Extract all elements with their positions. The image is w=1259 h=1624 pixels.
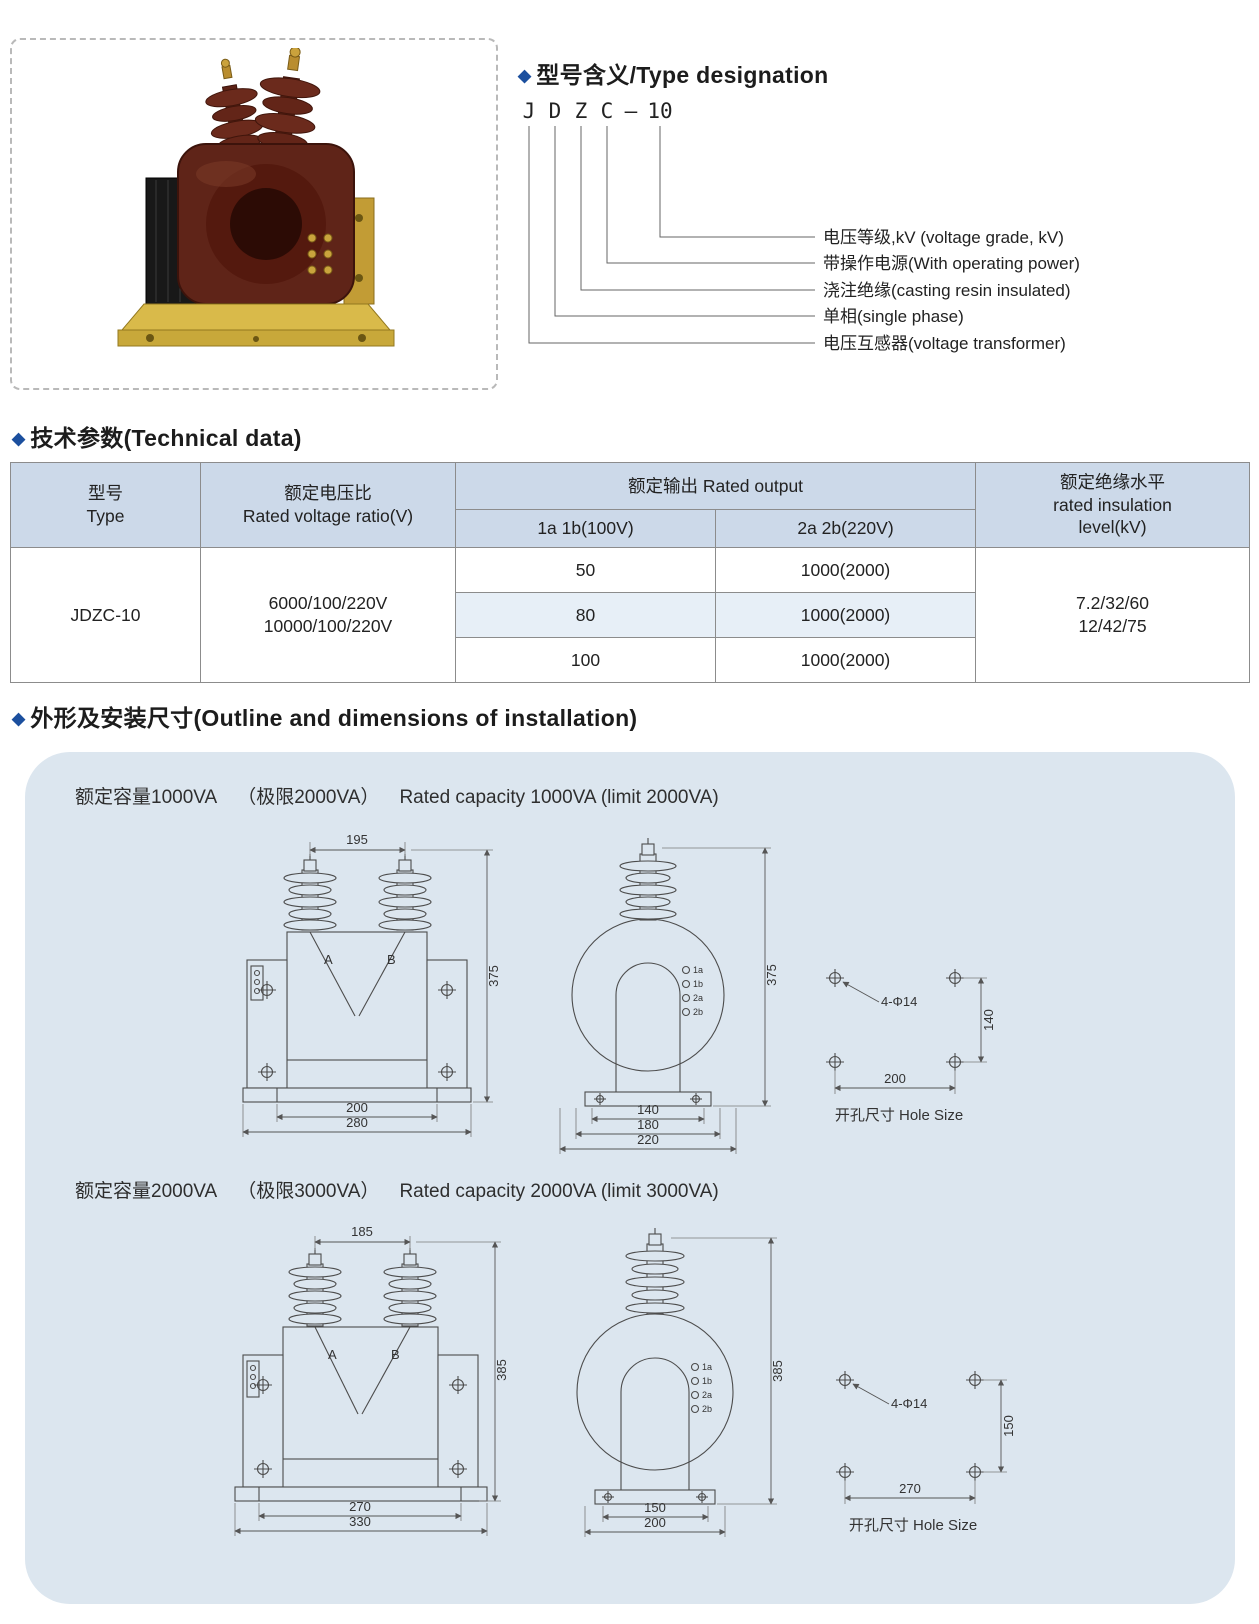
dim-label-150: 150 xyxy=(644,1500,666,1515)
col-header-output-220v: 2a 2b(220V) xyxy=(714,509,977,548)
hole-pattern-1000va: 4-Φ14 140 200 开孔尺寸 Hole Size xyxy=(825,968,996,1124)
designation-label: 电压等级,kV (voltage grade, kV) xyxy=(823,228,1064,247)
hole-diameter-label: 4-Φ14 xyxy=(891,1396,927,1411)
outline-panel: 额定容量1000VA（极限2000VA）Rated capacity 1000V… xyxy=(25,752,1235,1604)
front-view-2000va: 185 A B 270 xyxy=(234,1224,509,1536)
code-letter: Z xyxy=(575,99,588,123)
terminal-label: 2a xyxy=(693,993,703,1003)
code-number: 10 xyxy=(647,99,672,123)
designation-label: 单相(single phase) xyxy=(823,307,964,326)
designation-line xyxy=(528,126,815,344)
designation-label: 带操作电源(With operating power) xyxy=(823,254,1080,273)
designation-line xyxy=(659,126,815,238)
dim-label-140: 140 xyxy=(637,1102,659,1117)
dim-label-280: 280 xyxy=(346,1115,368,1130)
hole-size-caption: 开孔尺寸 Hole Size xyxy=(849,1517,977,1534)
designation-label: 电压互感器(voltage transformer) xyxy=(823,334,1066,353)
designation-line xyxy=(554,126,815,317)
dim-label-270: 270 xyxy=(899,1481,921,1496)
lead-label-b: B xyxy=(391,1347,400,1362)
dim-label-185: 185 xyxy=(351,1224,373,1239)
designation-label: 浇注绝缘(casting resin insulated) xyxy=(823,281,1071,300)
cell-output2: 1000(2000) xyxy=(714,592,977,638)
type-designation-heading: ◆型号含义/Type designation xyxy=(518,62,829,88)
dim-label-385: 385 xyxy=(494,1359,509,1381)
code-dash: – xyxy=(625,99,638,123)
terminal-label: 1b xyxy=(693,979,703,989)
drawing1-caption: 额定容量1000VA（极限2000VA）Rated capacity 1000V… xyxy=(75,787,719,808)
dim-label-200: 200 xyxy=(644,1515,666,1530)
designation-line xyxy=(580,126,815,291)
dim-label-195: 195 xyxy=(346,832,368,847)
hole-diameter-label: 4-Φ14 xyxy=(881,994,917,1009)
dim-label-200: 200 xyxy=(884,1071,906,1086)
code-letter: J xyxy=(523,99,536,123)
outline-drawing-1000va: 195 A B xyxy=(242,832,996,1154)
table-row: 100 1000(2000) xyxy=(11,637,1250,683)
dim-label-220: 220 xyxy=(637,1132,659,1147)
lead-label-b: B xyxy=(387,952,396,967)
side-view-2000va: 1a 1b 2a 2b 150 200 385 xyxy=(576,1228,785,1537)
dim-label-375: 375 xyxy=(486,965,501,987)
diamond-icon: ◆ xyxy=(12,429,26,448)
cell-output1: 50 xyxy=(455,547,716,593)
terminal-label: 1b xyxy=(702,1376,712,1386)
col-header-output: 额定输出 Rated output xyxy=(454,462,977,510)
terminal-label: 2b xyxy=(702,1404,712,1414)
code-letter: C xyxy=(601,99,614,123)
cell-output2: 1000(2000) xyxy=(714,547,977,593)
hole-size-caption: 开孔尺寸 Hole Size xyxy=(835,1107,963,1124)
cell-output2: 1000(2000) xyxy=(714,637,977,683)
product-photo xyxy=(117,48,395,347)
outline-drawing-2000va: 185 A B 270 xyxy=(234,1224,1016,1537)
diamond-icon: ◆ xyxy=(12,709,26,728)
code-letter: D xyxy=(549,99,562,123)
outline-heading: ◆外形及安装尺寸(Outline and dimensions of insta… xyxy=(12,705,638,731)
front-view-1000va: 195 A B xyxy=(242,832,501,1137)
type-designation-diagram: J D Z C – 10 电压等级,kV (voltage grade, kV)… xyxy=(523,99,1080,353)
dim-label-150: 150 xyxy=(1001,1415,1016,1437)
cell-output1: 80 xyxy=(455,592,716,638)
terminal-label: 1a xyxy=(702,1362,712,1372)
cell-type: JDZC-10 xyxy=(10,547,201,683)
terminal-label: 2a xyxy=(702,1390,712,1400)
dim-label-375: 375 xyxy=(764,964,779,986)
terminal-label: 2b xyxy=(693,1007,703,1017)
bushing-left xyxy=(205,58,264,152)
terminal-label: 1a xyxy=(693,965,703,975)
designation-line xyxy=(606,126,815,264)
lead-label-a: A xyxy=(328,1347,337,1362)
product-photo-box xyxy=(10,38,498,390)
lead-label-a: A xyxy=(324,952,333,967)
diamond-icon: ◆ xyxy=(518,66,532,85)
dim-label-180: 180 xyxy=(637,1117,659,1132)
cell-output1: 100 xyxy=(455,637,716,683)
drawing2-caption: 额定容量2000VA（极限3000VA）Rated capacity 2000V… xyxy=(75,1181,719,1202)
dim-label-200: 200 xyxy=(346,1100,368,1115)
table-row: 80 1000(2000) xyxy=(11,592,1250,638)
col-header-output-100v: 1a 1b(100V) xyxy=(455,509,716,548)
technical-data-heading: ◆技术参数(Technical data) xyxy=(12,425,302,451)
dim-label-140: 140 xyxy=(981,1009,996,1031)
side-view-1000va: 1a 1b 2a 2b 140 180 220 375 xyxy=(559,838,779,1154)
dim-label-385: 385 xyxy=(770,1360,785,1382)
hole-pattern-2000va: 4-Φ14 150 270 开孔尺寸 Hole Size xyxy=(835,1370,1016,1534)
dim-label-330: 330 xyxy=(349,1514,371,1529)
dim-label-270: 270 xyxy=(349,1499,371,1514)
